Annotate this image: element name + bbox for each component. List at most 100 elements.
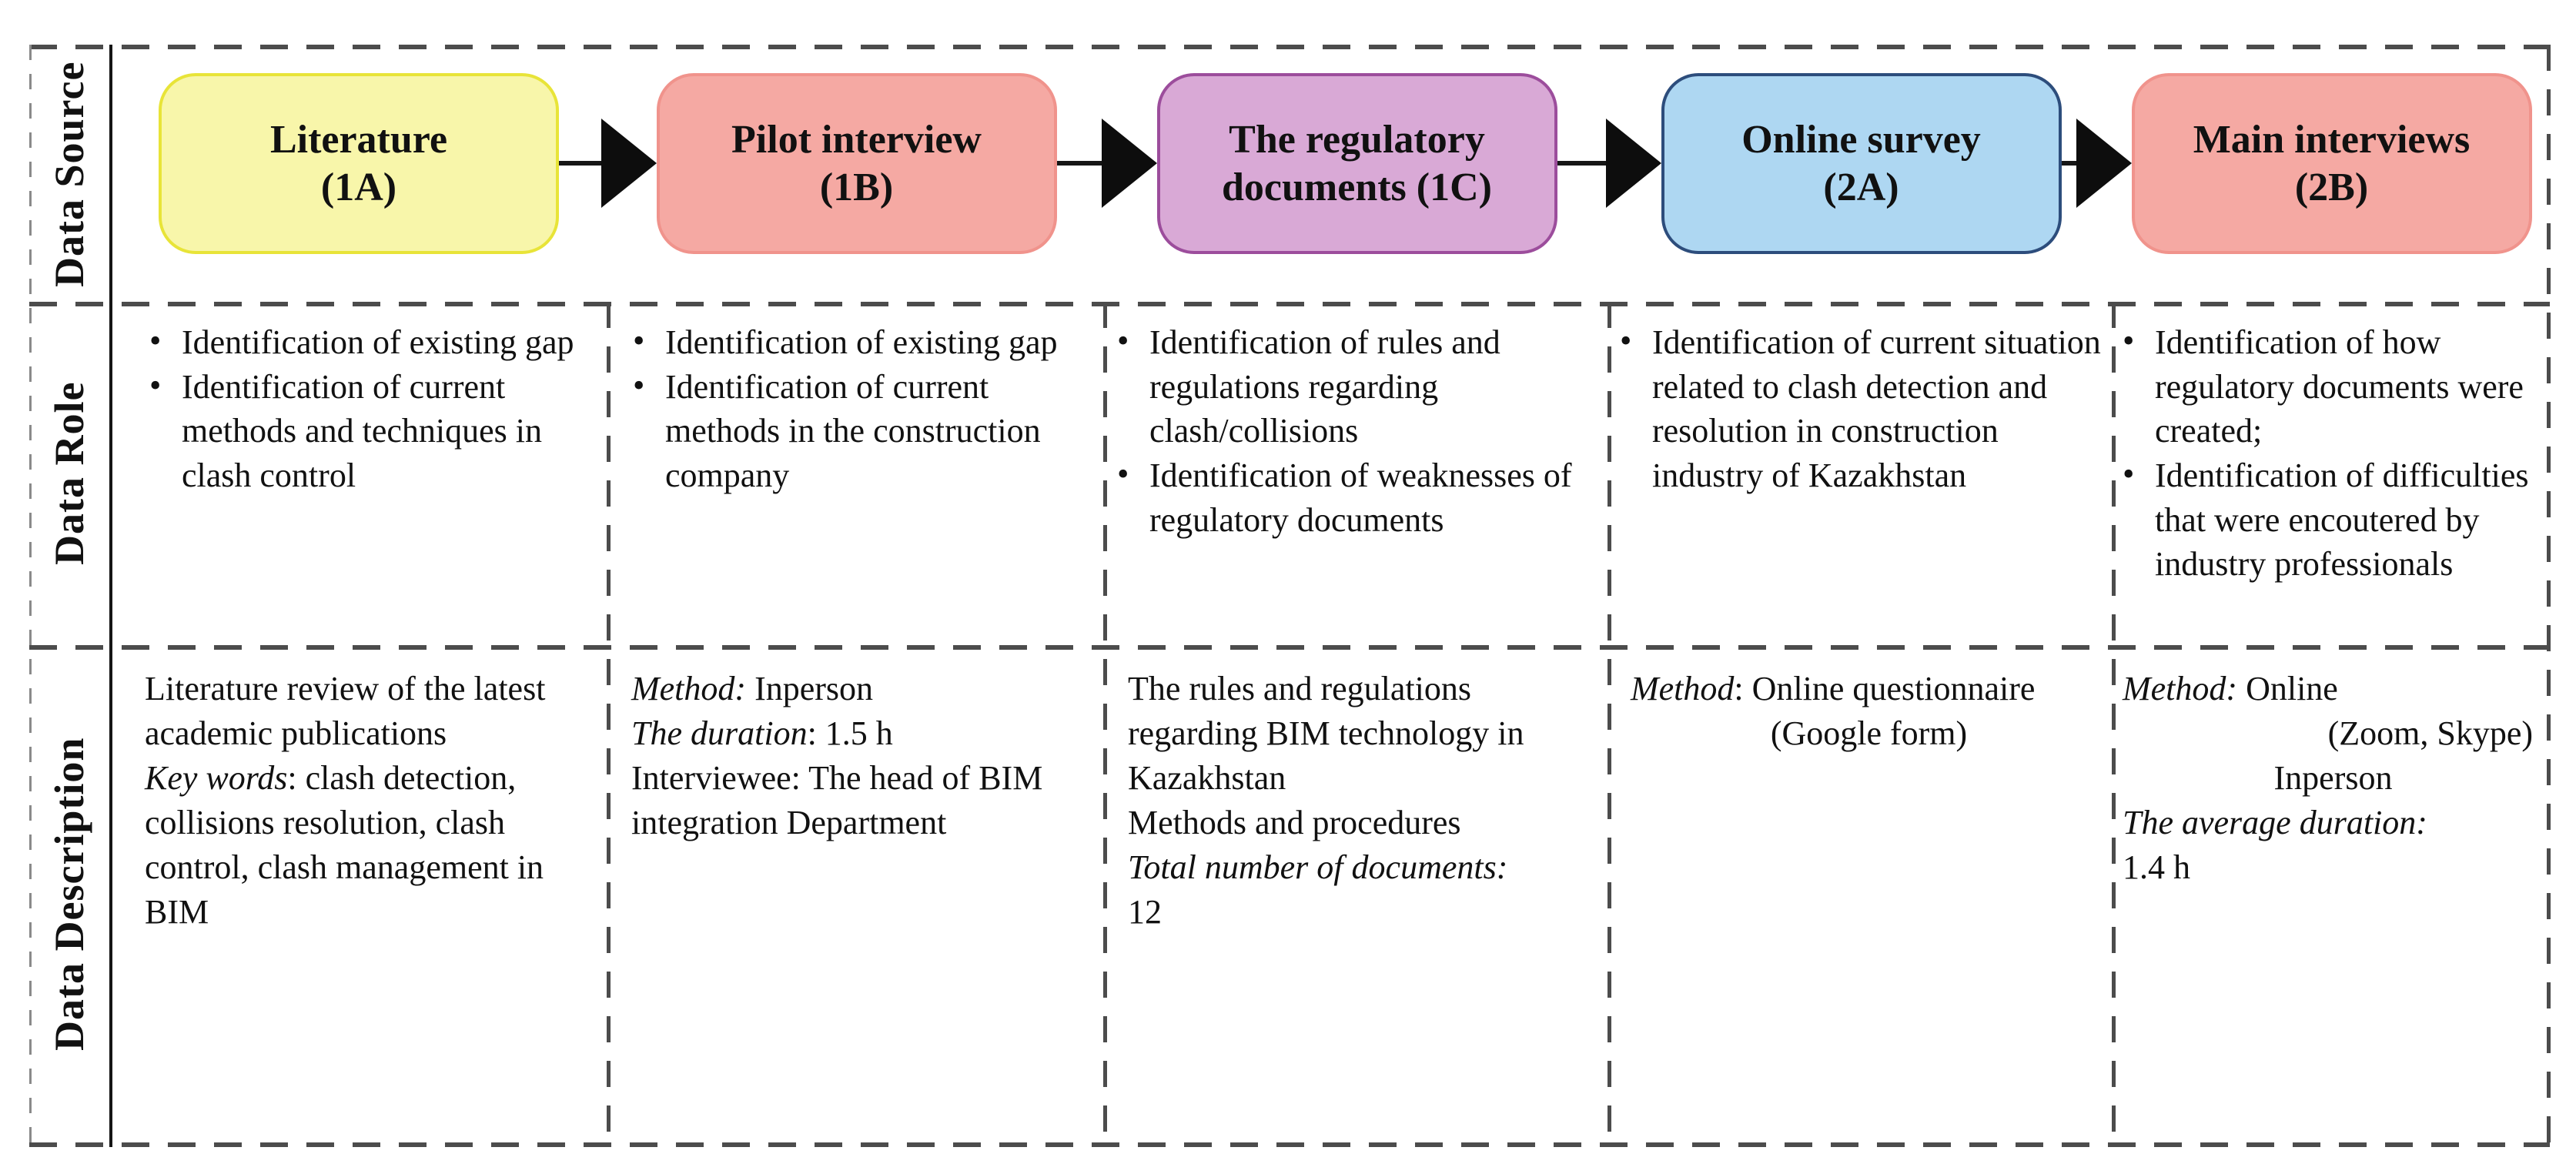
role-list: •Identification of how regulatory docume… [2119,320,2544,587]
description-run: Interviewee: The head of BIM integration… [631,759,1043,842]
row-label-data-source: Data Source [46,61,92,287]
bullet-icon: • [1117,454,1129,493]
data-role-cell: •Identification of current situation rel… [1609,302,2113,645]
bullet-icon: • [1620,322,1632,360]
data-description-cell: Method: Online questionnaire (Google form… [1609,645,2113,1142]
row-label-data-role: Data Role [46,381,92,566]
description-line: 1.4 h [2123,845,2544,890]
bullet-icon: • [633,366,645,404]
column-separator-line [1103,302,1107,1147]
data-role-cell: •Identification of rules and regulations… [1105,302,1609,645]
flow-arrowhead-icon [1605,119,1661,208]
description-run: The rules and regulations regarding BIM … [1128,670,1524,798]
description-run: Methods and procedures [1128,804,1461,842]
description-run: : clash detection, collisions resolution… [145,759,544,932]
source-box-code: (1B) [819,165,894,209]
role-item: •Identification of existing gap [146,320,602,365]
source-box: Literature(1A) [159,73,559,254]
role-item: •Identification of difficulties that wer… [2119,453,2544,587]
source-box: Online survey(2A) [1661,73,2062,254]
role-item: •Identification of current methods and t… [146,365,602,498]
source-box-title: Pilot interview [731,118,982,162]
role-item: •Identification of weaknesses of regulat… [1114,453,1603,542]
role-item: •Identification of how regulatory docume… [2119,320,2544,453]
bullet-icon: • [2123,322,2135,360]
flow-arrow-tail [1557,161,1612,166]
description-line: The duration: 1.5 h [631,711,1093,756]
description-run: Online [2237,670,2338,707]
role-item: •Identification of rules and regulations… [1114,320,1603,453]
flow-arrowhead-icon [601,119,657,208]
role-item: •Identification of existing gap [630,320,1099,365]
description-run: : 1.5 h [807,714,893,753]
source-box-code: documents (1C) [1222,165,1492,209]
description-line: (Zoom, Skype) [2123,711,2544,756]
description-italic-run: Method: [2123,670,2238,707]
data-role-cell: •Identification of existing gap•Identifi… [109,302,608,645]
description-italic-run: Total number of documents: [1128,848,1508,887]
role-item: •Identification of current situation rel… [1617,320,2107,498]
flow-arrow-icon [2061,119,2132,208]
flow-arrowhead-icon [1101,119,1157,208]
frame-left-dashed-line [29,45,32,1147]
bullet-icon: • [633,322,645,360]
description-line: Total number of documents: 12 [1128,845,1528,935]
source-box: Main interviews(2B) [2131,73,2532,254]
role-list: •Identification of existing gap•Identifi… [146,320,602,498]
source-box-code: (1A) [320,165,397,209]
description-run: Inperson [746,670,874,707]
flow-arrowhead-icon [2076,119,2132,208]
data-description-cell: The rules and regulations regarding BIM … [1105,645,1609,1142]
description-text: Literature review of the latest academic… [145,667,576,935]
flow-arrow-tail [1056,161,1108,166]
description-line: (Google form) [1631,711,2107,756]
role-list: •Identification of existing gap•Identifi… [630,320,1099,498]
flow-arrow-icon [1557,119,1661,208]
frame-right-dashed-line [2547,45,2551,1147]
description-run: Inperson [2273,759,2393,798]
column-separator-line [2112,302,2116,1147]
data-role-cell: •Identification of how regulatory docume… [2113,302,2550,645]
source-box-title: Literature [269,118,448,162]
description-line: The average duration: [2123,801,2544,845]
description-line: The rules and regulations regarding BIM … [1128,667,1528,801]
row-label-data-description: Data Description [46,737,92,1051]
description-italic-run: The average duration: [2123,804,2427,842]
bullet-icon: • [1117,322,1129,360]
description-run: 12 [1128,893,1162,932]
bullet-icon: • [149,322,162,360]
bullet-icon: • [149,366,162,404]
description-run: 1.4 h [2123,848,2190,887]
frame-bottom-dashed-line [29,1142,2550,1147]
source-box: Pilot interview(1B) [656,73,1057,254]
description-italic-run: The duration [631,714,808,753]
source-box-code: (2A) [1823,165,1899,209]
source-box-code: (2B) [2294,165,2369,209]
column-separator-line [1607,302,1611,1147]
row-separator-source-role [29,302,2550,306]
description-run: Literature review of the latest academic… [145,670,546,753]
description-italic-run: Method [1631,670,1735,707]
description-line: Methods and procedures [1128,801,1528,845]
description-run: (Google form) [1770,714,1968,753]
source-box-title: Main interviews [2193,118,2471,162]
label-column-separator-line [109,45,112,1147]
description-line: Key words: clash detection, collisions r… [145,756,576,935]
description-text: Method: Online questionnaire (Google form… [1631,667,2107,756]
description-line: Interviewee: The head of BIM integration… [631,756,1093,845]
bullet-icon: • [2123,454,2135,493]
frame-top-dashed-line [29,45,2550,49]
role-list: •Identification of current situation rel… [1617,320,2107,498]
description-run: : Online questionnaire [1734,670,2036,707]
description-text: The rules and regulations regarding BIM … [1128,667,1528,935]
source-box-title: The regulatory [1229,118,1485,162]
column-separator-line [607,302,611,1147]
description-italic-run: Method: [631,670,747,707]
data-description-cell: Literature review of the latest academic… [109,645,608,1142]
flow-arrow-icon [559,119,657,208]
